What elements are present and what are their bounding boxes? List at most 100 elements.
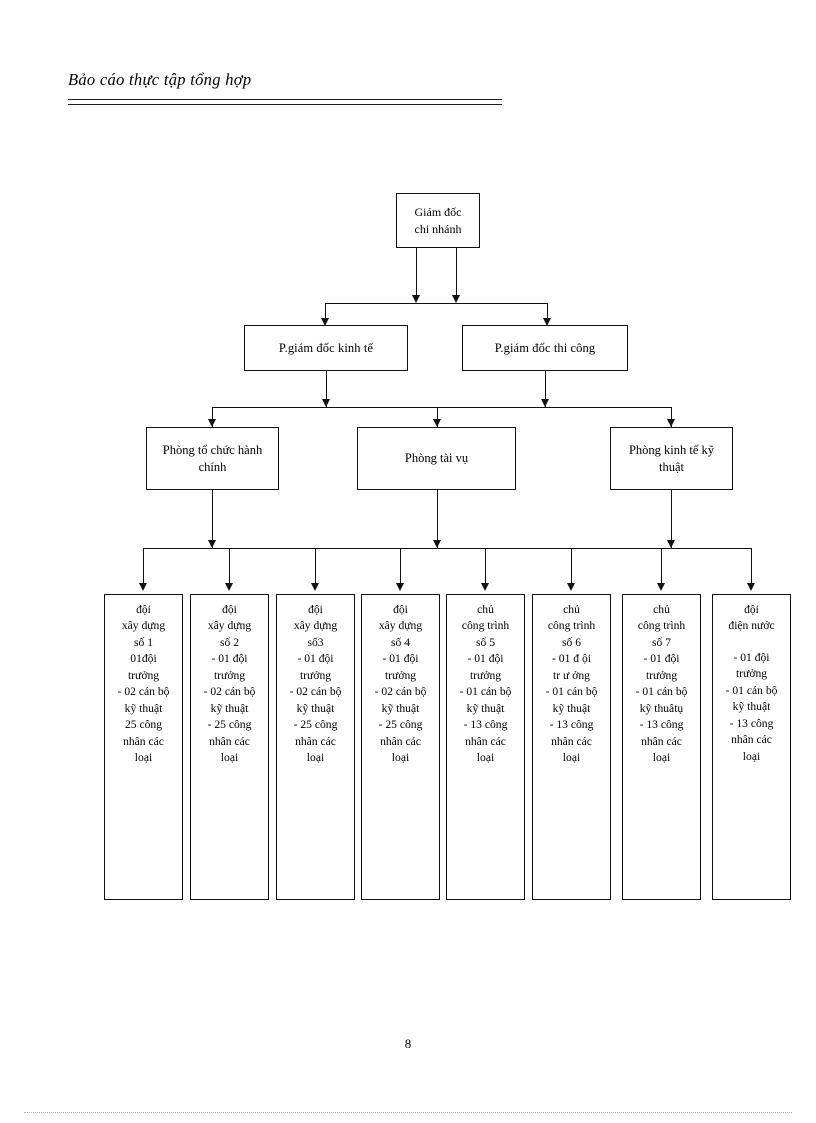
connector-arrow xyxy=(411,295,420,303)
node-line: số 5 xyxy=(475,635,495,649)
connector-arrow xyxy=(480,583,489,591)
connector-bus-drop-right xyxy=(547,303,548,323)
node-phong-kinh-te-ky-thuat: Phòng kinh tế kỹ thuật xyxy=(610,427,733,490)
connector-bus-drop-3 xyxy=(671,407,672,427)
node-line: Phòng tài vụ xyxy=(404,451,469,466)
node-line: P.giám đốc kinh tế xyxy=(278,341,374,355)
node-line: kỹ thuật xyxy=(296,701,335,715)
node-line: loại xyxy=(220,751,239,765)
node-line: 25 công xyxy=(124,718,163,732)
node-line: trưởng xyxy=(384,668,417,682)
node-line: đội xyxy=(136,603,151,616)
connector-leaf-drop-6 xyxy=(571,548,572,588)
node-doi-dien-nuoc: đội điện nước - 01 đội trưởng - 01 cán b… xyxy=(712,594,791,900)
connector-arrow xyxy=(432,419,441,427)
node-line: - 01 đội xyxy=(211,652,248,666)
node-line: Phòng tổ chức hành xyxy=(162,442,263,457)
connector-arrow xyxy=(666,419,675,427)
node-line: - 25 công xyxy=(293,718,338,732)
node-line: xây dựng xyxy=(378,619,423,633)
node-line: chi nhánh xyxy=(414,221,462,236)
node-line: số 7 xyxy=(651,635,671,649)
node-line: công trình xyxy=(637,619,686,633)
node-line: 01đội xyxy=(130,652,157,666)
node-line: Giám đốc xyxy=(414,205,462,220)
node-line: loại xyxy=(306,751,325,765)
connector-arrow xyxy=(656,583,665,591)
node-line: - 01 cán bộ xyxy=(545,685,598,699)
node-doi-xay-dung-so-2: đội xây dựng số 2 - 01 đội trưởng - 02 c… xyxy=(190,594,269,900)
node-line: kỹ thuật xyxy=(381,701,420,715)
node-line: loại xyxy=(476,751,495,765)
connector-l2-down-left xyxy=(326,371,327,407)
connector-l1-down-right xyxy=(456,248,457,300)
node-line: số 1 xyxy=(133,635,153,649)
connector-arrow xyxy=(224,583,233,591)
node-line: nhân các xyxy=(465,734,506,748)
node-line: loại xyxy=(742,749,761,763)
connector-arrow xyxy=(207,419,216,427)
node-line: kỹ thuật xyxy=(466,701,505,715)
node-chu-cong-trinh-so-5: chủ công trình số 5 - 01 đội trưởng - 01… xyxy=(446,594,525,900)
node-line: xây dựng xyxy=(293,619,338,633)
node-line: chủ xyxy=(563,603,580,616)
node-line: chủ xyxy=(477,603,494,616)
node-line: nhân các xyxy=(641,734,682,748)
node-line: - 01 đ ội xyxy=(552,652,591,666)
node-line: - 01 cán bộ xyxy=(725,683,778,697)
connector-bus-level3 xyxy=(212,407,671,408)
node-line: loại xyxy=(562,751,581,765)
node-phong-to-chuc-hanh-chinh: Phòng tổ chức hành chính xyxy=(146,427,279,490)
connector-arrow xyxy=(395,583,404,591)
connector-arrow xyxy=(207,540,216,548)
node-giam-doc-chi-nhanh: Giám đốc chi nhánh xyxy=(396,193,480,248)
node-line: nhân các xyxy=(295,734,336,748)
node-line: kỹ thuật xyxy=(732,700,771,714)
node-line: thuật xyxy=(659,459,684,474)
node-line: - 13 công xyxy=(549,718,594,732)
connector-l2-down-right xyxy=(545,371,546,407)
node-line: - 25 công xyxy=(207,718,252,732)
connector-arrow xyxy=(451,295,460,303)
node-doi-xay-dung-so-4: đội xây dựng số 4 - 01 đội trưởng - 02 c… xyxy=(361,594,440,900)
node-line: tr ư ởng xyxy=(553,668,590,682)
node-line: trưởng xyxy=(127,668,160,682)
node-chu-cong-trinh-so-6: chủ công trình số 6 - 01 đ ội tr ư ởng -… xyxy=(532,594,611,900)
connector-arrow xyxy=(542,318,551,326)
node-line: - 01 đội xyxy=(467,652,504,666)
connector-arrow xyxy=(746,583,755,591)
node-line: - 01 đội xyxy=(733,650,770,664)
footer-divider-rule xyxy=(24,1112,792,1113)
connector-arrow xyxy=(321,399,330,407)
connector-leaf-drop-5 xyxy=(485,548,486,588)
node-phong-tai-vu: Phòng tài vụ xyxy=(357,427,516,490)
connector-bus-drop-2 xyxy=(437,407,438,427)
connector-arrow xyxy=(540,399,549,407)
node-line: chính xyxy=(198,459,227,474)
connector-l3-down-3 xyxy=(671,490,672,548)
node-line: kỹ thuật xyxy=(124,701,163,715)
connector-bus-level2 xyxy=(325,303,547,304)
node-line: - 01 đội xyxy=(297,652,334,666)
node-line: - 02 cán bộ xyxy=(203,685,256,699)
node-pgiam-doc-thi-cong: P.giám đốc thi công xyxy=(462,325,628,371)
connector-arrow xyxy=(566,583,575,591)
node-line: loại xyxy=(391,751,410,765)
node-line: - 02 cán bộ xyxy=(289,685,342,699)
node-line: trưởng xyxy=(299,668,332,682)
connector-arrow xyxy=(310,583,319,591)
connector-bus-level4 xyxy=(143,548,751,549)
connector-arrow xyxy=(138,583,147,591)
node-line: nhân các xyxy=(123,734,164,748)
node-line: - 02 cán bộ xyxy=(374,685,427,699)
node-line: đội xyxy=(393,603,408,616)
node-line: loại xyxy=(652,751,671,765)
node-line: trưởng xyxy=(735,667,768,681)
node-pgiam-doc-kinh-te: P.giám đốc kinh tế xyxy=(244,325,408,371)
node-line: xây dựng xyxy=(207,619,252,633)
connector-bus-drop-left xyxy=(325,303,326,323)
connector-leaf-drop-8 xyxy=(751,548,752,588)
node-line: đội xyxy=(744,603,759,616)
node-line: kỹ thuật xyxy=(210,701,249,715)
